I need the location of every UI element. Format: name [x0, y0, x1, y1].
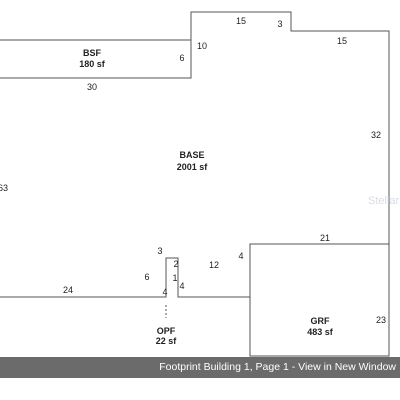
dim-opf-inner-1: 1 [172, 273, 177, 283]
dim-opf-bottom: 4 [162, 287, 167, 297]
dim-grf-top: 21 [320, 233, 330, 243]
dim-grf-step: 4 [238, 251, 243, 261]
dim-bottom-left: 24 [63, 285, 73, 295]
base-label: BASE [179, 150, 204, 160]
dim-step-10: 10 [197, 41, 207, 51]
bsf-area: 180 sf [79, 59, 106, 69]
bsf-label: BSF [83, 48, 102, 58]
view-in-new-window-link[interactable]: Footprint Building 1, Page 1 - View in N… [159, 361, 396, 373]
grf-area: 483 sf [307, 327, 334, 337]
caption-bar: Footprint Building 1, Page 1 - View in N… [0, 357, 400, 378]
dim-opf-right: 4 [179, 281, 184, 291]
opf-label: OPF [157, 326, 176, 336]
grf-outline [249, 244, 390, 357]
dim-opf-top: 3 [157, 246, 162, 256]
base-area: 2001 sf [177, 162, 209, 172]
dim-grf-right: 23 [376, 315, 386, 325]
opf-area: 22 sf [156, 336, 178, 346]
dim-base-left: 63 [0, 183, 8, 193]
dim-top-step: 3 [277, 19, 282, 29]
dim-opf-left: 6 [144, 272, 149, 282]
dim-bsf-side: 6 [179, 53, 184, 63]
dim-top-right: 15 [337, 36, 347, 46]
dim-top-left: 15 [236, 16, 246, 26]
dim-porch-12: 12 [209, 260, 219, 270]
dim-right-32: 32 [371, 130, 381, 140]
dim-opf-inner-2: 2 [173, 259, 178, 269]
base-outline [0, 11, 390, 298]
watermark: Stellar [368, 195, 400, 207]
grf-label: GRF [311, 316, 331, 326]
dim-bsf-bottom: 30 [87, 82, 97, 92]
